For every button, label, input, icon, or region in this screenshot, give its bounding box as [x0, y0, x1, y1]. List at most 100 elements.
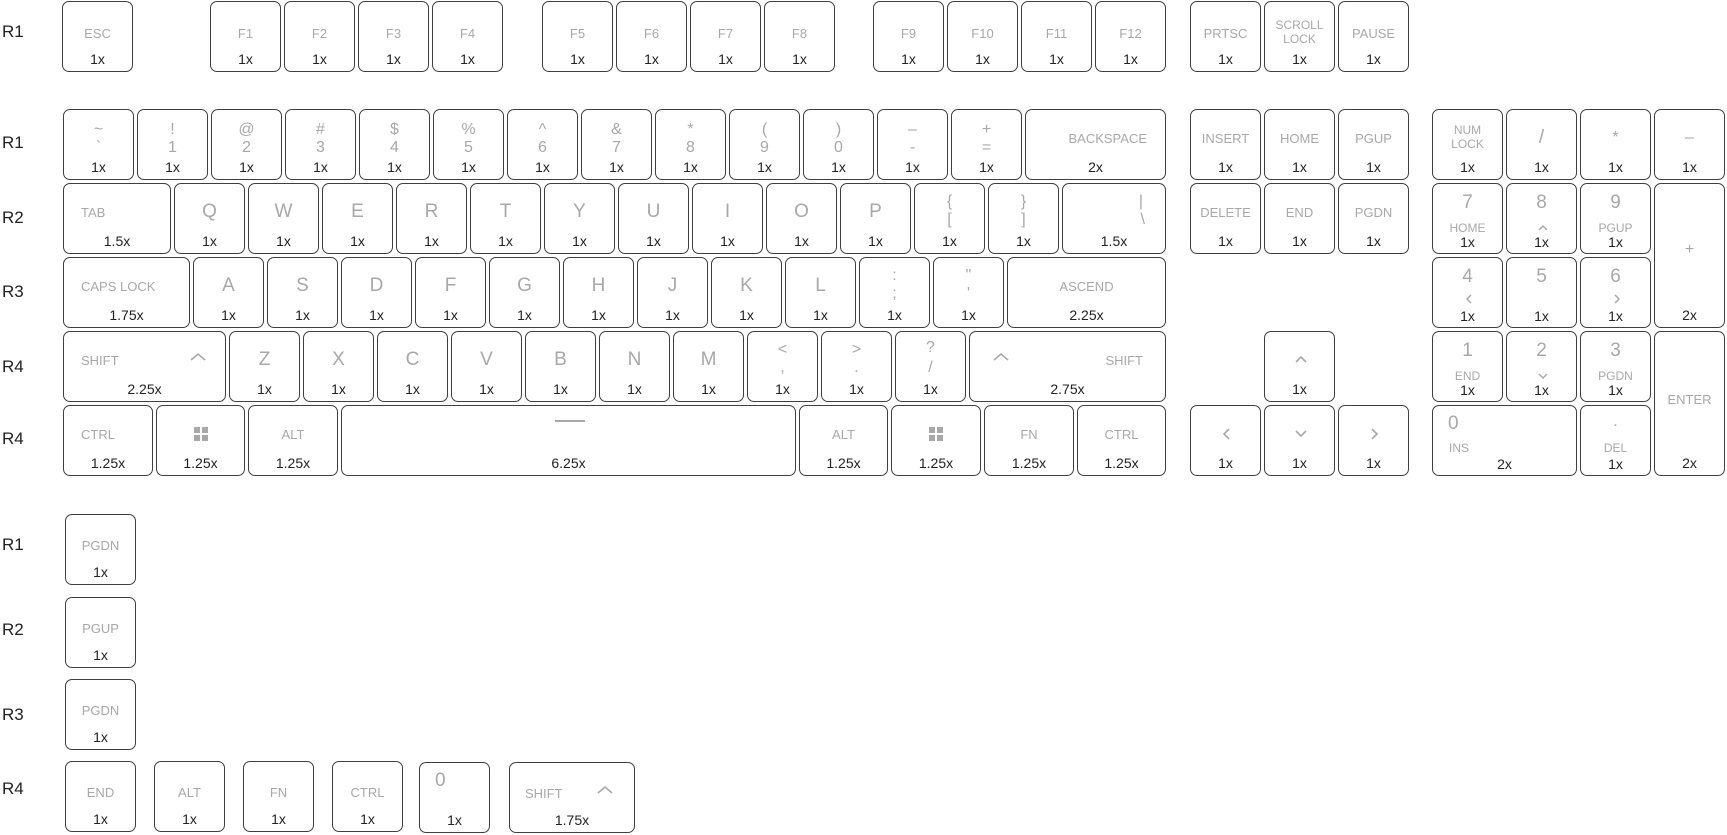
key-numpad-0[interactable]: 0 INS 2x [1432, 405, 1577, 476]
key-f8[interactable]: F8 1x [764, 1, 835, 72]
key-1[interactable]: ! 1 1x [137, 109, 208, 180]
key-numpad-enter[interactable]: ENTER 2x [1654, 331, 1725, 476]
key-numpad-decimal[interactable]: . DEL 1x [1580, 405, 1651, 476]
key-n[interactable]: N 1x [599, 331, 670, 402]
key-f5[interactable]: F5 1x [542, 1, 613, 72]
key-left-bracket[interactable]: { [ 1x [914, 183, 985, 254]
key-right-bracket[interactable]: } ] 1x [988, 183, 1059, 254]
key-extra-zero[interactable]: 0 1x [419, 762, 490, 833]
key-0[interactable]: ) 0 1x [803, 109, 874, 180]
key-2[interactable]: @ 2 1x [211, 109, 282, 180]
key-9[interactable]: ( 9 1x [729, 109, 800, 180]
key-left-ctrl[interactable]: CTRL 1.25x [63, 405, 153, 476]
key-numpad-8[interactable]: 8 1x [1506, 183, 1577, 254]
key-m[interactable]: M 1x [673, 331, 744, 402]
key-extra-alt[interactable]: ALT 1x [154, 761, 225, 832]
key-home[interactable]: HOME 1x [1264, 109, 1335, 180]
key-extra-shift[interactable]: SHIFT 1.75x [509, 762, 635, 833]
key-prtsc[interactable]: PRTSC 1x [1190, 1, 1261, 72]
key-h[interactable]: H 1x [563, 257, 634, 328]
key-period[interactable]: > . 1x [821, 331, 892, 402]
key-f2[interactable]: F2 1x [284, 1, 355, 72]
key-semicolon[interactable]: : ; 1x [859, 257, 930, 328]
key-c[interactable]: C 1x [377, 331, 448, 402]
key-numpad-6[interactable]: 6 1x [1580, 257, 1651, 328]
key-fn[interactable]: FN 1.25x [984, 405, 1074, 476]
key-grave[interactable]: ~ ` 1x [63, 109, 134, 180]
key-end[interactable]: END 1x [1264, 183, 1335, 254]
key-f11[interactable]: F11 1x [1021, 1, 1092, 72]
key-numpad-subtract[interactable]: – 1x [1654, 109, 1725, 180]
key-numpad-2[interactable]: 2 1x [1506, 331, 1577, 402]
key-caps-lock[interactable]: CAPS LOCK 1.75x [63, 257, 190, 328]
key-arrow-right[interactable]: 1x [1338, 405, 1409, 476]
key-8[interactable]: * 8 1x [655, 109, 726, 180]
key-f10[interactable]: F10 1x [947, 1, 1018, 72]
key-a[interactable]: A 1x [193, 257, 264, 328]
key-v[interactable]: V 1x [451, 331, 522, 402]
key-r[interactable]: R 1x [396, 183, 467, 254]
key-k[interactable]: K 1x [711, 257, 782, 328]
key-delete[interactable]: DELETE 1x [1190, 183, 1261, 254]
key-esc[interactable]: ESC 1x [62, 1, 133, 72]
key-u[interactable]: U 1x [618, 183, 689, 254]
key-pgup[interactable]: PGUP 1x [1338, 109, 1409, 180]
key-extra-end[interactable]: END 1x [65, 761, 136, 832]
key-right-ctrl[interactable]: CTRL 1.25x [1077, 405, 1166, 476]
key-i[interactable]: I 1x [692, 183, 763, 254]
key-l[interactable]: L 1x [785, 257, 856, 328]
key-numpad-add[interactable]: + 2x [1654, 183, 1725, 328]
key-backspace[interactable]: BACKSPACE 2x [1025, 109, 1166, 180]
key-q[interactable]: Q 1x [174, 183, 245, 254]
key-arrow-left[interactable]: 1x [1190, 405, 1261, 476]
key-scroll-lock[interactable]: SCROLL LOCK 1x [1264, 1, 1335, 72]
key-numpad-3[interactable]: 3 PGDN 1x [1580, 331, 1651, 402]
key-quote[interactable]: " ' 1x [933, 257, 1004, 328]
key-b[interactable]: B 1x [525, 331, 596, 402]
key-equals[interactable]: + = 1x [951, 109, 1022, 180]
key-left-alt[interactable]: ALT 1.25x [248, 405, 338, 476]
key-pgdn[interactable]: PGDN 1x [1338, 183, 1409, 254]
key-f[interactable]: F 1x [415, 257, 486, 328]
key-t[interactable]: T 1x [470, 183, 541, 254]
key-3[interactable]: # 3 1x [285, 109, 356, 180]
key-f6[interactable]: F6 1x [616, 1, 687, 72]
key-minus[interactable]: – - 1x [877, 109, 948, 180]
key-space[interactable]: 6.25x [341, 405, 796, 476]
key-5[interactable]: % 5 1x [433, 109, 504, 180]
key-numpad-multiply[interactable]: * 1x [1580, 109, 1651, 180]
key-extra-pgdn[interactable]: PGDN 1x [65, 679, 136, 750]
key-right-alt[interactable]: ALT 1.25x [799, 405, 888, 476]
key-f7[interactable]: F7 1x [690, 1, 761, 72]
key-numpad-1[interactable]: 1 END 1x [1432, 331, 1503, 402]
key-f9[interactable]: F9 1x [873, 1, 944, 72]
key-slash[interactable]: ? / 1x [895, 331, 966, 402]
key-numpad-divide[interactable]: / 1x [1506, 109, 1577, 180]
key-y[interactable]: Y 1x [544, 183, 615, 254]
key-arrow-down[interactable]: 1x [1264, 405, 1335, 476]
key-d[interactable]: D 1x [341, 257, 412, 328]
key-extra-ctrl[interactable]: CTRL 1x [332, 761, 403, 832]
key-num-lock[interactable]: NUM LOCK 1x [1432, 109, 1503, 180]
key-f4[interactable]: F4 1x [432, 1, 503, 72]
key-numpad-4[interactable]: 4 1x [1432, 257, 1503, 328]
key-f12[interactable]: F12 1x [1095, 1, 1166, 72]
key-backslash[interactable]: | \ 1.5x [1062, 183, 1166, 254]
key-right-shift[interactable]: SHIFT 2.75x [969, 331, 1166, 402]
key-j[interactable]: J 1x [637, 257, 708, 328]
key-tab[interactable]: TAB 1.5x [63, 183, 171, 254]
key-extra-pgup[interactable]: PGUP 1x [65, 597, 136, 668]
key-left-shift[interactable]: SHIFT 2.25x [63, 331, 226, 402]
key-numpad-7[interactable]: 7 HOME 1x [1432, 183, 1503, 254]
key-numpad-9[interactable]: 9 PGUP 1x [1580, 183, 1651, 254]
key-x[interactable]: X 1x [303, 331, 374, 402]
key-left-win[interactable]: 1.25x [156, 405, 245, 476]
key-f3[interactable]: F3 1x [358, 1, 429, 72]
key-extra-pgdn[interactable]: PGDN 1x [65, 514, 136, 585]
key-g[interactable]: G 1x [489, 257, 560, 328]
key-right-win[interactable]: 1.25x [891, 405, 981, 476]
key-7[interactable]: & 7 1x [581, 109, 652, 180]
key-p[interactable]: P 1x [840, 183, 911, 254]
key-z[interactable]: Z 1x [229, 331, 300, 402]
key-insert[interactable]: INSERT 1x [1190, 109, 1261, 180]
